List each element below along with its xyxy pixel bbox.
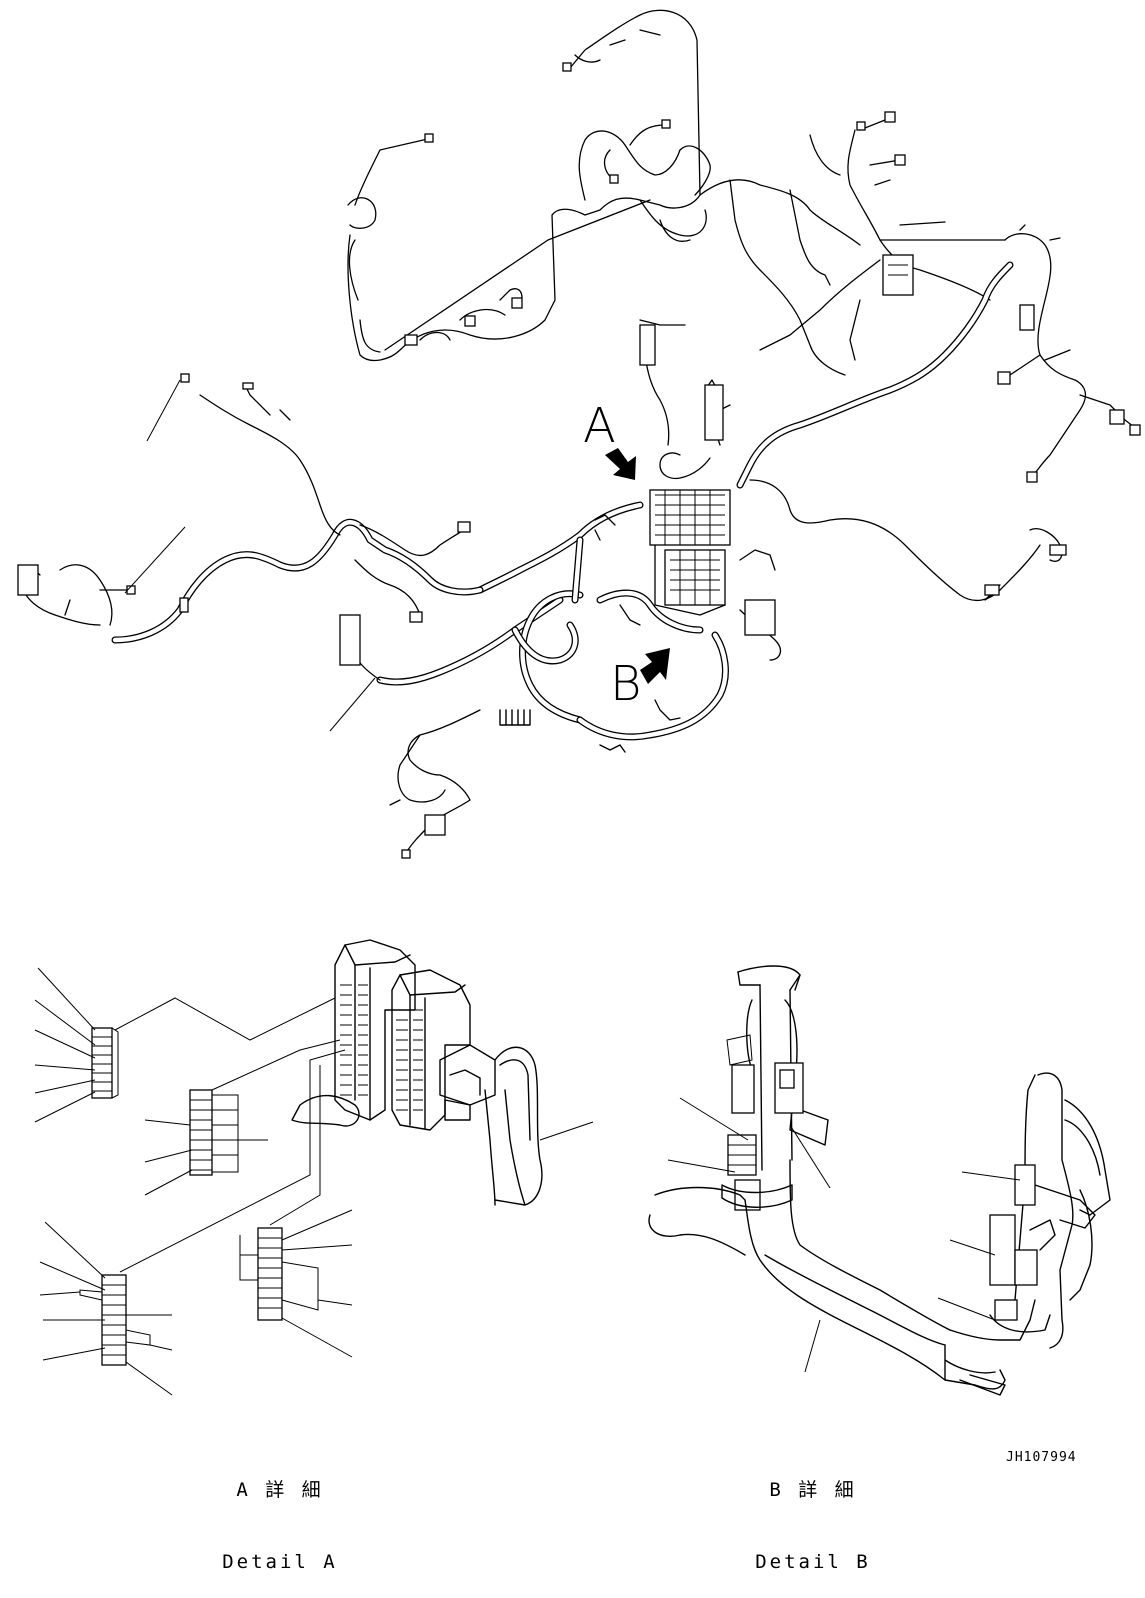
arrow-b-icon [640, 648, 670, 684]
upper-harness-loop [347, 9, 711, 362]
diagram-canvas [17, 9, 1141, 1396]
detail-a-routing [114, 997, 346, 1273]
main-harness-view [17, 9, 1141, 859]
detail-b-caption-jp: B 詳 細 [769, 1479, 857, 1501]
detail-b-drawing [648, 965, 1111, 1396]
detail-a-fusebox [291, 939, 543, 1206]
central-fuse-box [594, 319, 782, 721]
detail-a-caption-en: Detail A [222, 1551, 338, 1573]
callout-b: B [610, 656, 642, 712]
upper-right-harness [699, 111, 1006, 376]
detail-a-caption: A 詳 細 Detail A [195, 1430, 365, 1598]
detail-a-connector-2 [189, 1089, 239, 1176]
callout-a: A [583, 398, 616, 454]
detail-b-caption-en: Detail B [755, 1551, 871, 1573]
main-trunk-harness [111, 261, 1014, 741]
detail-a-connector-4 [239, 1227, 319, 1321]
detail-a-connector-3 [79, 1274, 151, 1366]
arrow-a-icon [605, 448, 636, 480]
detail-a-caption-jp: A 詳 細 [236, 1479, 324, 1501]
main-leader-lines [124, 379, 376, 732]
right-lower-harness [749, 479, 1067, 602]
left-harness [17, 373, 471, 626]
drawing-code: JH107994 [1006, 1450, 1077, 1465]
detail-a-leaders [34, 967, 594, 1396]
far-right-harness [997, 224, 1141, 483]
detail-a-connector-1 [91, 1027, 119, 1099]
lower-left-harness [339, 614, 626, 859]
detail-b-caption: B 詳 細 Detail B [728, 1430, 898, 1598]
detail-a-drawing [34, 939, 594, 1396]
